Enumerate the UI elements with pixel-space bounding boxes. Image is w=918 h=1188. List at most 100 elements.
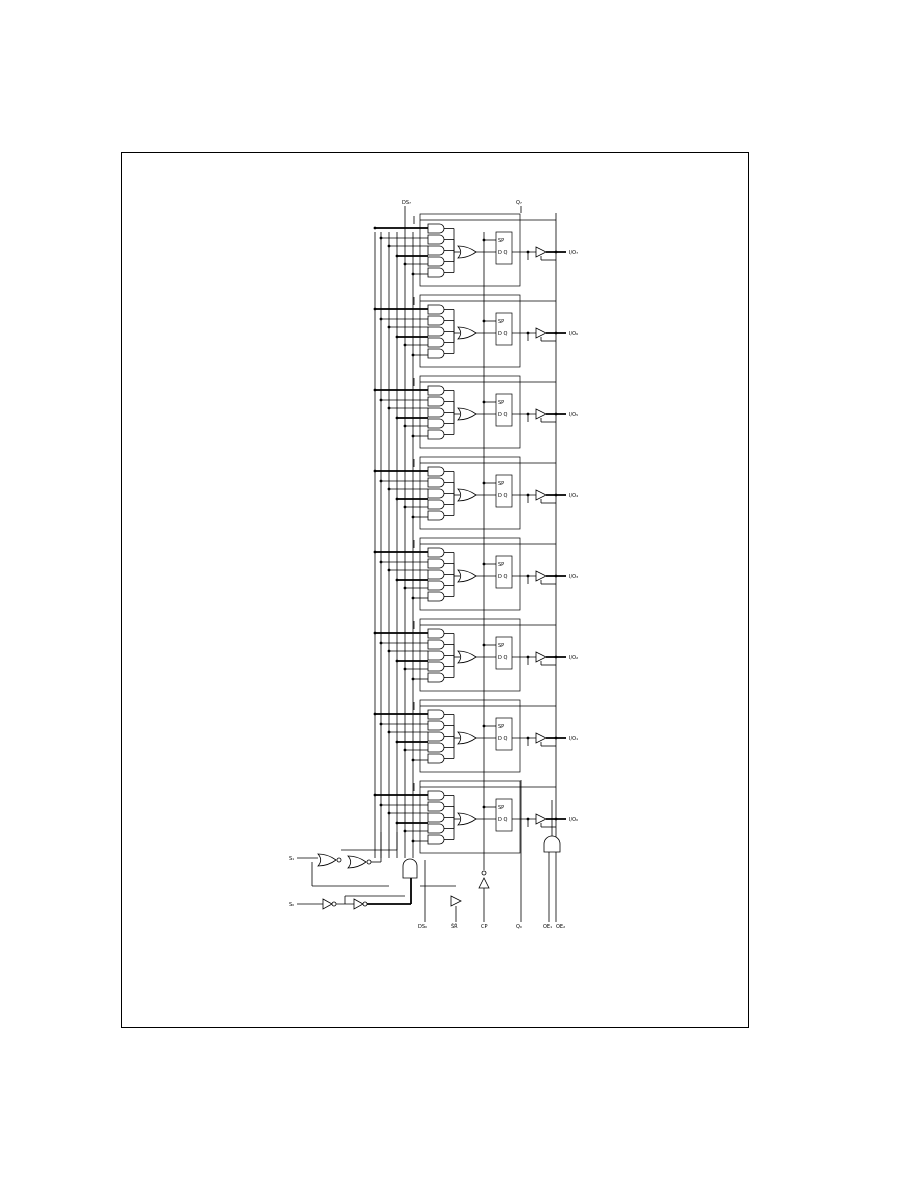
flip-flop [495,312,513,346]
clock-buffer [478,877,490,889]
ff-label-bottom: D Q [498,250,507,256]
ff-label-top: SP [498,238,504,244]
or-gate [457,812,477,826]
junction-dot [379,398,383,402]
junction-dot [387,325,391,329]
ff-label-bottom: D Q [498,574,507,580]
junction-dot [373,226,377,230]
and-gate [427,256,445,267]
flip-flop [495,717,513,751]
and-gate [427,720,445,731]
junction-dot [411,677,415,681]
or-gate [457,488,477,502]
junction-dot [554,574,558,578]
pin-label-cp: CP [481,924,488,930]
junction-dot [373,550,377,554]
junction-dot [482,238,486,242]
and-gate [427,315,445,326]
ff-label-bottom: D Q [498,655,507,661]
tristate-buffer [535,246,547,258]
and-gate [427,790,445,801]
and-gate [402,858,418,879]
and-gate [427,488,445,499]
junction-dot [482,400,486,404]
junction-dot [373,793,377,797]
and-gate [427,742,445,753]
junction-dot [411,434,415,438]
inversion-bubble [481,870,487,876]
junction-dot [387,649,391,653]
and-gate [427,326,445,337]
junction-dot [373,388,377,392]
ff-label-bottom: D Q [498,736,507,742]
and-gate [427,429,445,440]
junction-dot [379,317,383,321]
ff-label-top: SP [498,805,504,811]
flip-flop [495,393,513,427]
junction-dot [411,515,415,519]
io-label: I/O₃ [569,574,578,580]
and-gate [427,591,445,602]
s1-nor-gate [317,853,337,867]
junction-dot [554,412,558,416]
and-gate [427,418,445,429]
junction-dot [387,244,391,248]
pin-label-oe2: OE₂ [556,924,565,930]
and-gate [427,547,445,558]
junction-dot [373,307,377,311]
and-gate [427,510,445,521]
and-gate [427,304,445,315]
and-gate [427,466,445,477]
junction-dot [379,236,383,240]
s0-buffer-2 [353,898,364,910]
tristate-buffer [535,570,547,582]
tristate-buffer [535,327,547,339]
or-gate [457,731,477,745]
stage-box [419,537,521,611]
junction-dot [395,740,399,744]
junction-dot [482,643,486,647]
junction-dot [554,331,558,335]
io-label: I/O₅ [569,412,578,418]
pin-label-s1: S₁ [289,856,294,862]
io-label: I/O₇ [569,250,578,256]
junction-dot [411,272,415,276]
junction-dot [395,821,399,825]
oe-and-gate [543,835,561,853]
flip-flop [495,231,513,265]
junction-dot [482,319,486,323]
ff-label-bottom: D Q [498,493,507,499]
and-gate [427,337,445,348]
junction-dot [482,724,486,728]
and-gate [427,477,445,488]
and-gate [427,385,445,396]
inversion-bubble [331,901,337,907]
junction-dot [387,406,391,410]
and-gate [427,580,445,591]
junction-dot [554,493,558,497]
junction-dot [379,722,383,726]
inversion-bubble [362,901,368,907]
tristate-buffer [535,732,547,744]
pin-label-oe1: OE₁ [543,924,552,930]
junction-dot [395,497,399,501]
junction-dot [395,254,399,258]
inversion-bubble [336,857,342,863]
junction-dot [395,659,399,663]
ff-label-top: SP [498,481,504,487]
junction-dot [379,479,383,483]
junction-dot [403,424,407,428]
and-gate [427,234,445,245]
or-gate [457,650,477,664]
and-gate [427,753,445,764]
junction-dot [554,736,558,740]
junction-dot [411,839,415,843]
junction-dot [411,758,415,762]
